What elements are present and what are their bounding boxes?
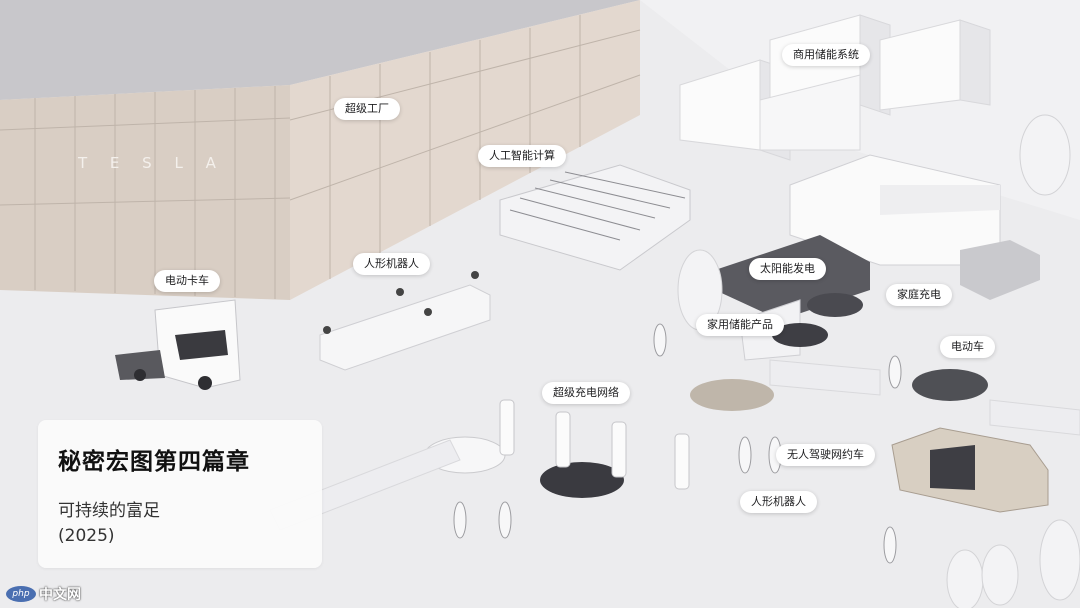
label-robotaxi: 无人驾驶网约车 — [776, 444, 875, 466]
php-logo-icon: php — [6, 586, 36, 602]
card-year: (2025) — [58, 526, 115, 546]
ai-compute-racks — [499, 164, 691, 271]
site-watermark: php 中文网 — [6, 584, 81, 604]
label-ai-compute: 人工智能计算 — [478, 145, 566, 167]
info-card: 秘密宏图第四篇章 可持续的富足 (2025) — [38, 420, 322, 568]
robotaxi-van — [891, 427, 1049, 513]
factory-roof — [0, 0, 640, 100]
gigafactory-building: T E S L A — [0, 0, 641, 300]
card-subtitle: 可持续的富足 — [58, 501, 160, 521]
label-humanoid-robot-line: 人形机器人 — [353, 253, 430, 275]
label-electric-truck: 电动卡车 — [154, 270, 220, 292]
supercharger-stalls — [499, 399, 690, 490]
label-commercial-storage: 商用储能系统 — [782, 44, 870, 66]
factory-window-grid — [0, 15, 641, 299]
card-title: 秘密宏图第四篇章 — [58, 449, 250, 475]
factory-front-facade — [0, 85, 290, 300]
tesla-wordmark: T E S L A — [77, 154, 225, 172]
label-home-storage: 家用储能产品 — [696, 314, 784, 336]
pedestrians — [453, 323, 902, 564]
watermark-text: 中文网 — [39, 587, 81, 603]
factory-side-facade — [290, 0, 640, 300]
semi-truck — [115, 299, 241, 390]
label-electric-car: 电动车 — [940, 336, 995, 358]
trees — [677, 114, 1080, 608]
label-supercharger-network: 超级充电网络 — [542, 382, 630, 404]
label-gigafactory: 超级工厂 — [334, 98, 400, 120]
label-solar: 太阳能发电 — [749, 258, 826, 280]
label-humanoid-robot-street: 人形机器人 — [740, 491, 817, 513]
robot-assembly-line — [319, 271, 491, 371]
label-home-charging: 家庭充电 — [886, 284, 952, 306]
commercial-storage-units — [679, 14, 991, 161]
